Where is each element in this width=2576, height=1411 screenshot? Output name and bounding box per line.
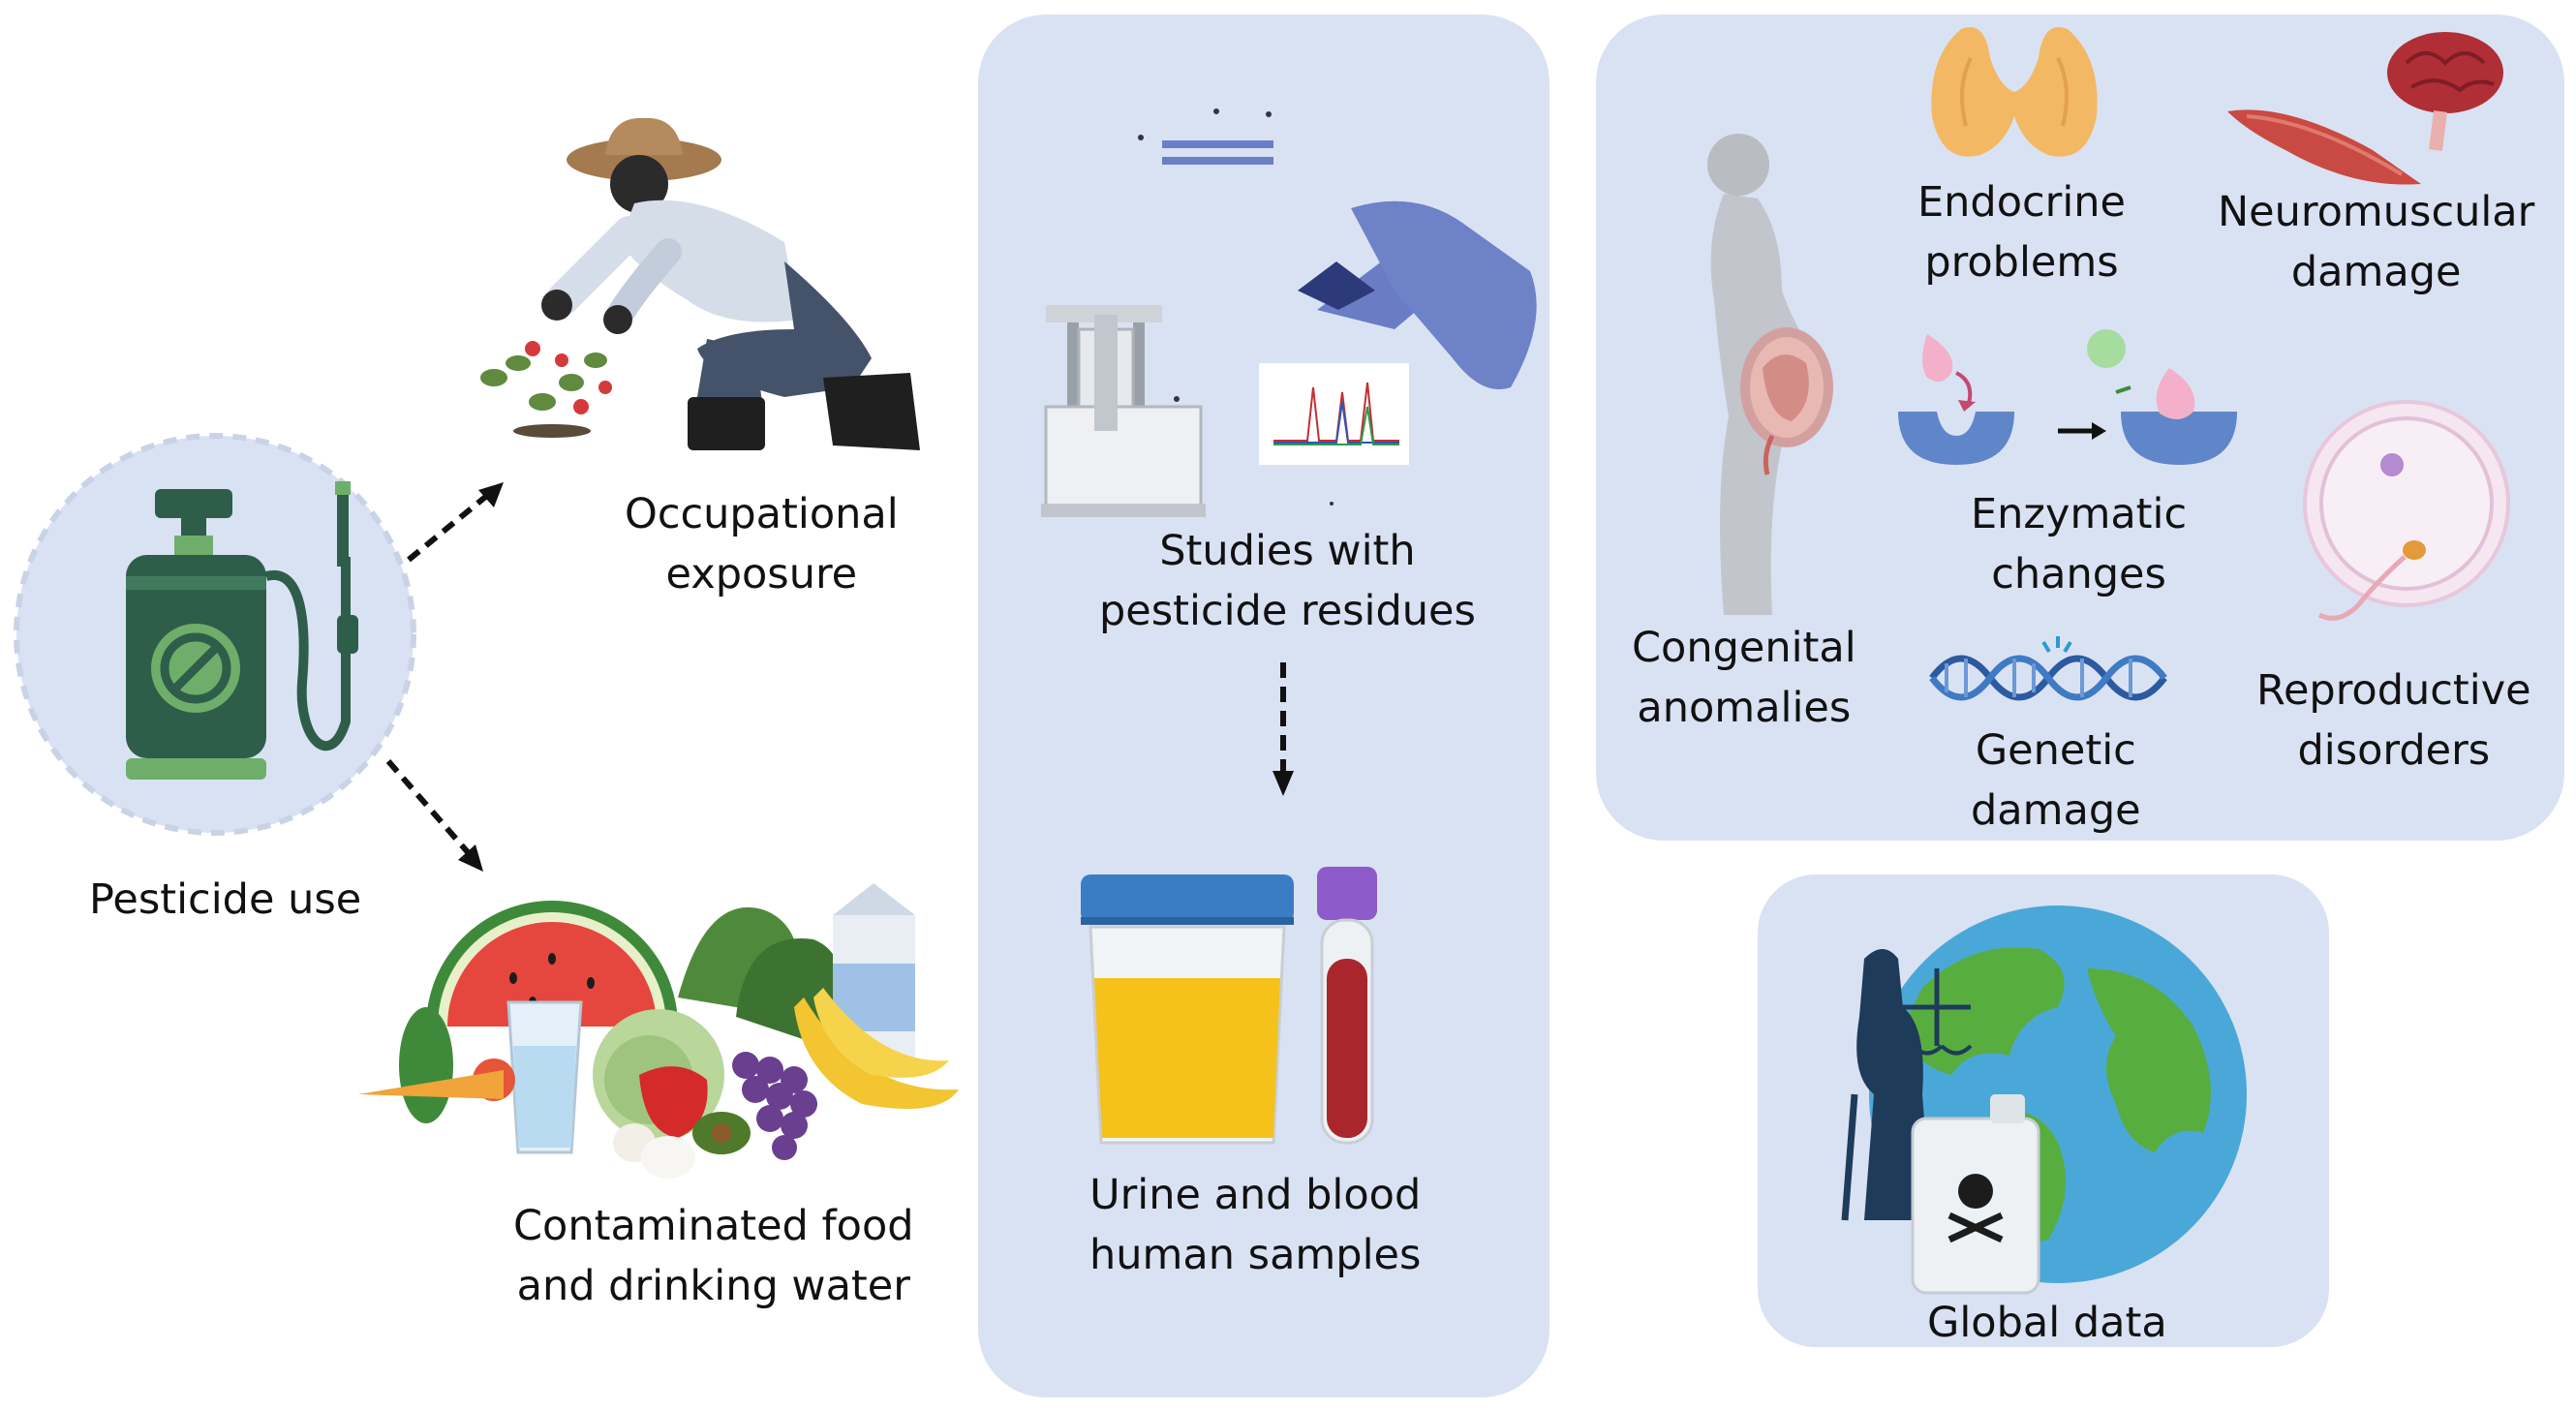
congenital-anomalies-label: Congenital anomalies [1632, 624, 1856, 732]
reproductive-disorders-label: Reproductive disorders [2256, 666, 2531, 775]
lab-equipment-icon [1041, 108, 1537, 517]
arrow-to-samples [1273, 662, 1294, 796]
pregnant-woman-icon [1707, 134, 1833, 615]
pesticide-sprayer-icon [14, 433, 416, 836]
thyroid-icon [1931, 27, 2098, 157]
enzymatic-changes-label: Enzymatic changes [1971, 490, 2188, 598]
arrow-to-food [385, 759, 483, 872]
neuromuscular-damage-label: Neuromuscular damage [2218, 188, 2535, 296]
contaminated-food-label: Contaminated food and drinking water [513, 1202, 914, 1310]
pesticide-use-label: Pesticide use [89, 875, 362, 924]
endocrine-problems-label: Endocrine problems [1917, 178, 2126, 287]
sample-containers-icon [1081, 867, 1377, 1145]
dna-icon [1929, 636, 2167, 701]
globe-icon [1841, 905, 2247, 1295]
farmer-icon [480, 117, 920, 450]
egg-cell-icon [2303, 400, 2510, 621]
arrow-to-occupational [407, 482, 504, 563]
global-data-label: Global data [1927, 1299, 2167, 1347]
occupational-exposure-label: Occupational exposure [625, 490, 899, 598]
genetic-damage-label: Genetic damage [1971, 726, 2141, 835]
enzyme-icon [1898, 329, 2237, 465]
samples-label: Urine and blood human samples [1089, 1171, 1422, 1279]
food-and-water-icon [358, 883, 959, 1179]
studies-residues-label: Studies with pesticide residues [1099, 527, 1476, 635]
muscle-brain-icon [2227, 32, 2503, 185]
